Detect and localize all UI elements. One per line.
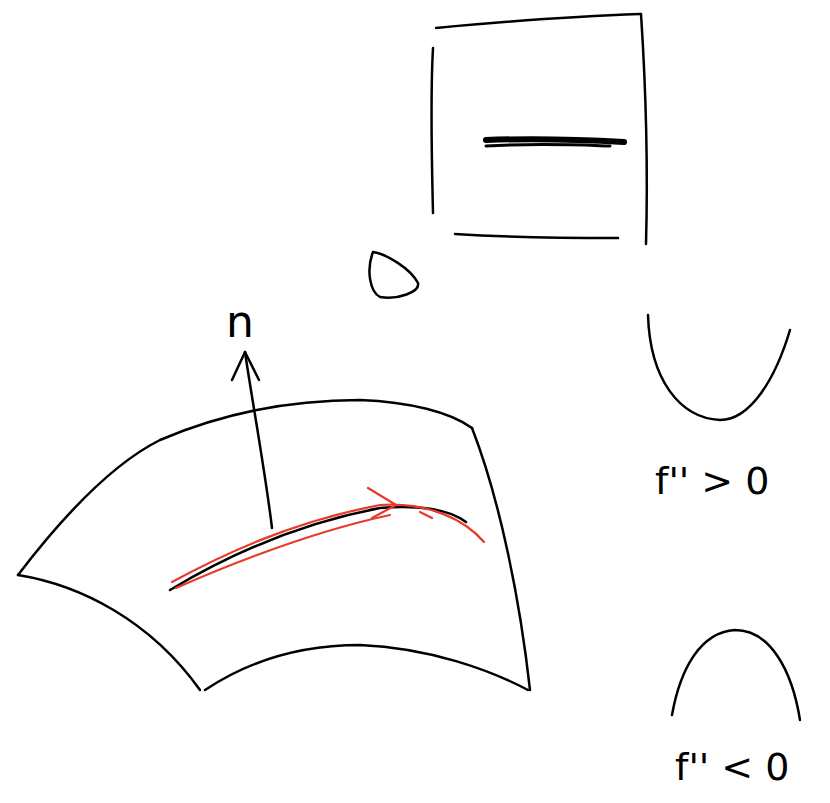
box-left-edge xyxy=(431,48,433,213)
thick-bar xyxy=(486,144,610,146)
concave-curve xyxy=(672,630,800,720)
curvature-label: f'' > 0 xyxy=(655,462,769,500)
box-right-edge xyxy=(641,14,647,244)
red-tangent-curve xyxy=(176,515,390,588)
box-top-edge xyxy=(436,14,640,28)
surface-left-edge xyxy=(18,575,200,690)
curvature-label: f'' < 0 xyxy=(675,748,789,786)
vector-label: n xyxy=(226,300,254,344)
d-shape xyxy=(369,252,418,298)
convex-curve xyxy=(648,315,790,420)
surface-top-edge xyxy=(18,400,472,575)
surface-bottom-edge xyxy=(205,645,528,690)
red-arrowhead xyxy=(368,488,396,518)
arrowhead xyxy=(232,352,259,380)
red-tick xyxy=(420,512,432,518)
box-bottom-edge xyxy=(455,234,618,238)
thick-bar xyxy=(486,139,624,142)
surface-right-edge xyxy=(472,428,530,690)
